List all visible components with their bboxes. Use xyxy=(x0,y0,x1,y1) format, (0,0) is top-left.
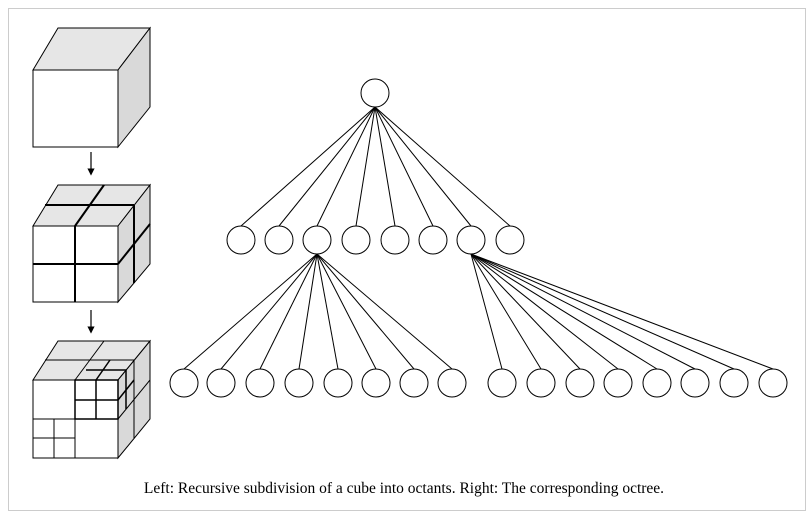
octree-edge xyxy=(470,253,696,370)
octree-child-node xyxy=(495,225,525,255)
cube-whole xyxy=(32,26,152,149)
cube-octants xyxy=(32,183,152,304)
octree-edge xyxy=(316,253,377,370)
octree-root-node xyxy=(360,78,390,108)
octree-edge xyxy=(355,106,376,227)
figure-caption: Left: Recursive subdivision of a cube in… xyxy=(143,480,665,497)
octree-edge xyxy=(470,253,503,370)
octree-edge xyxy=(374,106,472,227)
octree-edge xyxy=(470,253,735,370)
octree-child-node xyxy=(264,225,294,255)
octree-edge xyxy=(298,253,318,370)
octree-edge xyxy=(470,253,619,370)
octree-leaf-node xyxy=(169,368,199,398)
octree-leaf-node xyxy=(487,368,517,398)
octree-edge xyxy=(240,106,376,227)
octree-edge xyxy=(316,106,376,227)
subdivision-diagram xyxy=(32,26,152,460)
octree-edge xyxy=(278,106,376,227)
octree-child-node xyxy=(456,225,486,255)
octree-leaf-node xyxy=(565,368,595,398)
octree-edge xyxy=(470,253,581,370)
octree-edge xyxy=(374,106,434,227)
octree-leaf-node xyxy=(526,368,556,398)
octree-leaf-node xyxy=(284,368,314,398)
octree-leaf-node xyxy=(437,368,467,398)
octree-leaf-node xyxy=(642,368,672,398)
octree-edge xyxy=(470,253,542,370)
octree-child-node xyxy=(341,225,371,255)
octree-edge xyxy=(316,253,453,370)
octree-edge xyxy=(183,253,318,370)
octree-leaf-node xyxy=(758,368,788,398)
octree-leaf-node xyxy=(206,368,236,398)
octree-child-node xyxy=(302,225,332,255)
octree-leaf-node xyxy=(245,368,275,398)
octree-leaf-node xyxy=(680,368,710,398)
octree-edge xyxy=(316,253,415,370)
octree xyxy=(169,78,788,398)
octree-child-node xyxy=(418,225,448,255)
octree-child-node xyxy=(226,225,256,255)
octree-edge xyxy=(374,106,396,227)
octree-edge xyxy=(316,253,339,370)
octree-edge xyxy=(470,253,658,370)
octree-leaf-node xyxy=(399,368,429,398)
octree-edge xyxy=(470,253,774,370)
octree-leaf-node xyxy=(361,368,391,398)
octree-child-node xyxy=(380,225,410,255)
octree-edge xyxy=(259,253,318,370)
octree-leaf-node xyxy=(603,368,633,398)
cube-recursive xyxy=(32,339,152,460)
octree-edge xyxy=(220,253,318,370)
octree-leaf-node xyxy=(323,368,353,398)
octree-leaf-node xyxy=(719,368,749,398)
octree-edge xyxy=(374,106,511,227)
